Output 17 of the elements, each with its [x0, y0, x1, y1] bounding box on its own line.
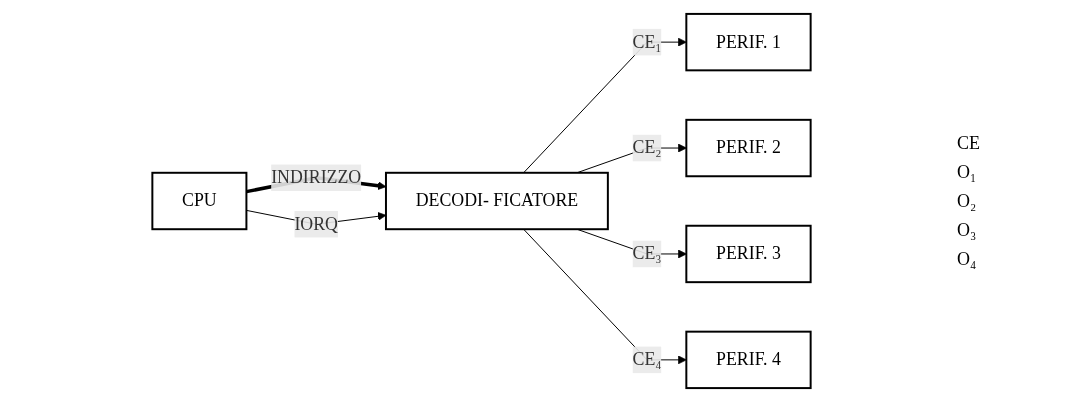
edge-label: CE₂ [632, 137, 662, 158]
node-box: DECODI- FICATORE [384, 171, 609, 231]
node-box: PERIF. 4 [685, 330, 812, 390]
pin-label: CE [957, 132, 981, 154]
edge-label: CE₄ [632, 349, 662, 370]
node-box: PERIF. 3 [685, 224, 812, 284]
pin-label: O₂ [957, 190, 978, 212]
pin-label: O₃ [957, 219, 978, 241]
node-box: PERIF. 1 [685, 12, 812, 72]
pin-label: O₁ [957, 161, 978, 183]
edge-label: CE₁ [632, 31, 662, 52]
node-box: CPU [151, 171, 248, 231]
pin-label: O₄ [957, 248, 978, 270]
edge-label: CE₃ [632, 243, 662, 264]
edge-label: INDIRIZZO [271, 167, 362, 188]
node-box: PERIF. 2 [685, 118, 812, 178]
edge-label: IORQ [294, 213, 338, 234]
